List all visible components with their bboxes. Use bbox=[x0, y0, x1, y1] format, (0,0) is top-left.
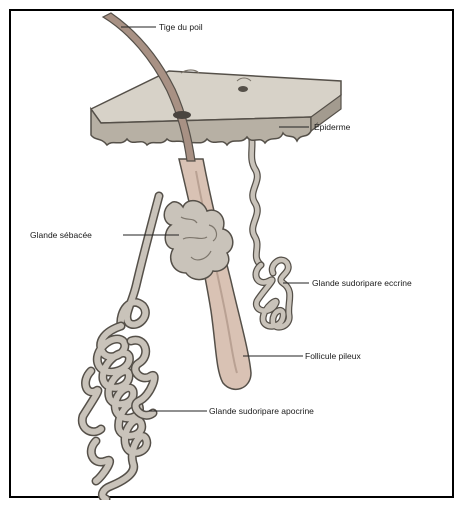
label-hair-shaft: Tige du poil bbox=[159, 22, 203, 32]
label-apocrine-gland: Glande sudoripare apocrine bbox=[209, 406, 314, 416]
label-eccrine-gland: Glande sudoripare eccrine bbox=[312, 278, 412, 288]
apocrine-gland-drawing bbox=[82, 196, 159, 499]
epidermis-drawing bbox=[91, 70, 341, 145]
label-hair-follicle: Follicule pileux bbox=[305, 351, 361, 361]
eccrine-gland-drawing bbox=[248, 129, 290, 327]
label-epidermis: Épiderme bbox=[314, 122, 350, 132]
sebaceous-gland-drawing bbox=[164, 201, 233, 280]
label-sebaceous-gland: Glande sébacée bbox=[30, 230, 92, 240]
skin-diagram-frame: Tige du poil Épiderme Glande sébacée Gla… bbox=[9, 9, 454, 498]
skin-illustration bbox=[11, 11, 456, 500]
